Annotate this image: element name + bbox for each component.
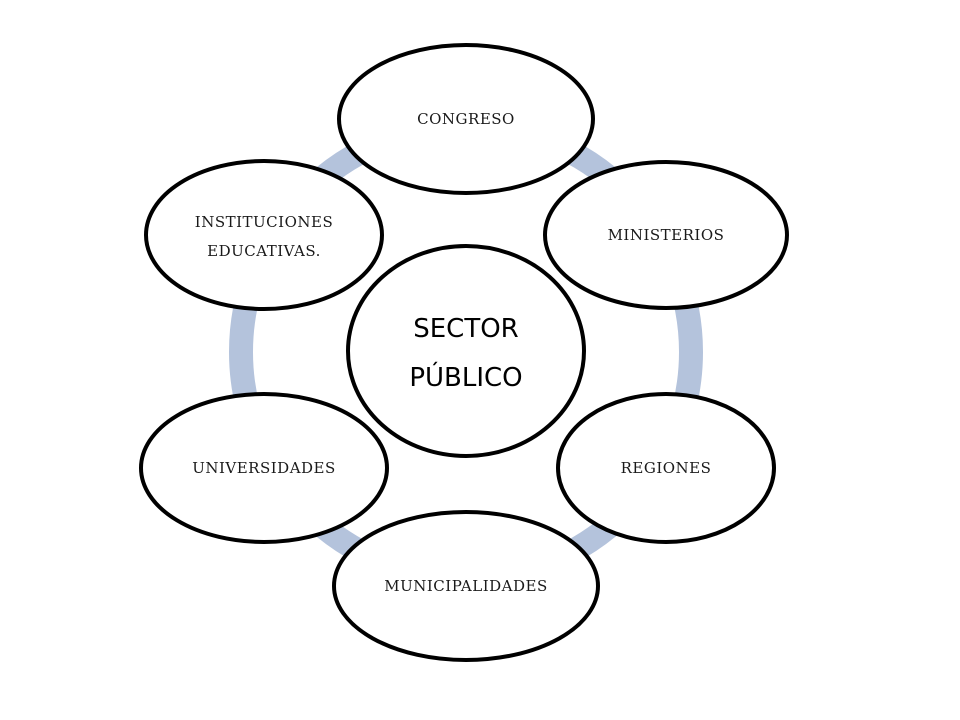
node-regiones: REGIONES <box>556 392 776 544</box>
node-universidades: UNIVERSIDADES <box>139 392 389 544</box>
center-label-line2: PÚBLICO <box>409 361 522 393</box>
node-instituciones-educativas-shape <box>144 159 384 311</box>
node-ministerios: MINISTERIOS <box>543 160 789 310</box>
node-universidades-label: UNIVERSIDADES <box>192 459 336 477</box>
node-congreso: CONGRESO <box>337 43 595 195</box>
node-regiones-shape <box>556 392 776 544</box>
node-municipalidades-shape <box>332 510 600 662</box>
node-instituciones-label-line1: INSTITUCIONES <box>195 213 333 231</box>
center-label-line1: SECTOR <box>413 314 519 344</box>
center-node-shape <box>346 244 586 458</box>
node-instituciones-label-line2: EDUCATIVAS. <box>207 242 321 260</box>
node-congreso-label: CONGRESO <box>417 110 515 128</box>
node-ministerios-label: MINISTERIOS <box>608 226 725 244</box>
node-municipalidades: MUNICIPALIDADES <box>332 510 600 662</box>
center-node: SECTOR PÚBLICO <box>346 244 586 458</box>
node-municipalidades-label: MUNICIPALIDADES <box>384 577 548 595</box>
node-instituciones-educativas: INSTITUCIONES EDUCATIVAS. <box>144 159 384 311</box>
node-congreso-shape <box>337 43 595 195</box>
node-universidades-shape <box>139 392 389 544</box>
node-ministerios-shape <box>543 160 789 310</box>
node-regiones-label: REGIONES <box>621 459 712 477</box>
